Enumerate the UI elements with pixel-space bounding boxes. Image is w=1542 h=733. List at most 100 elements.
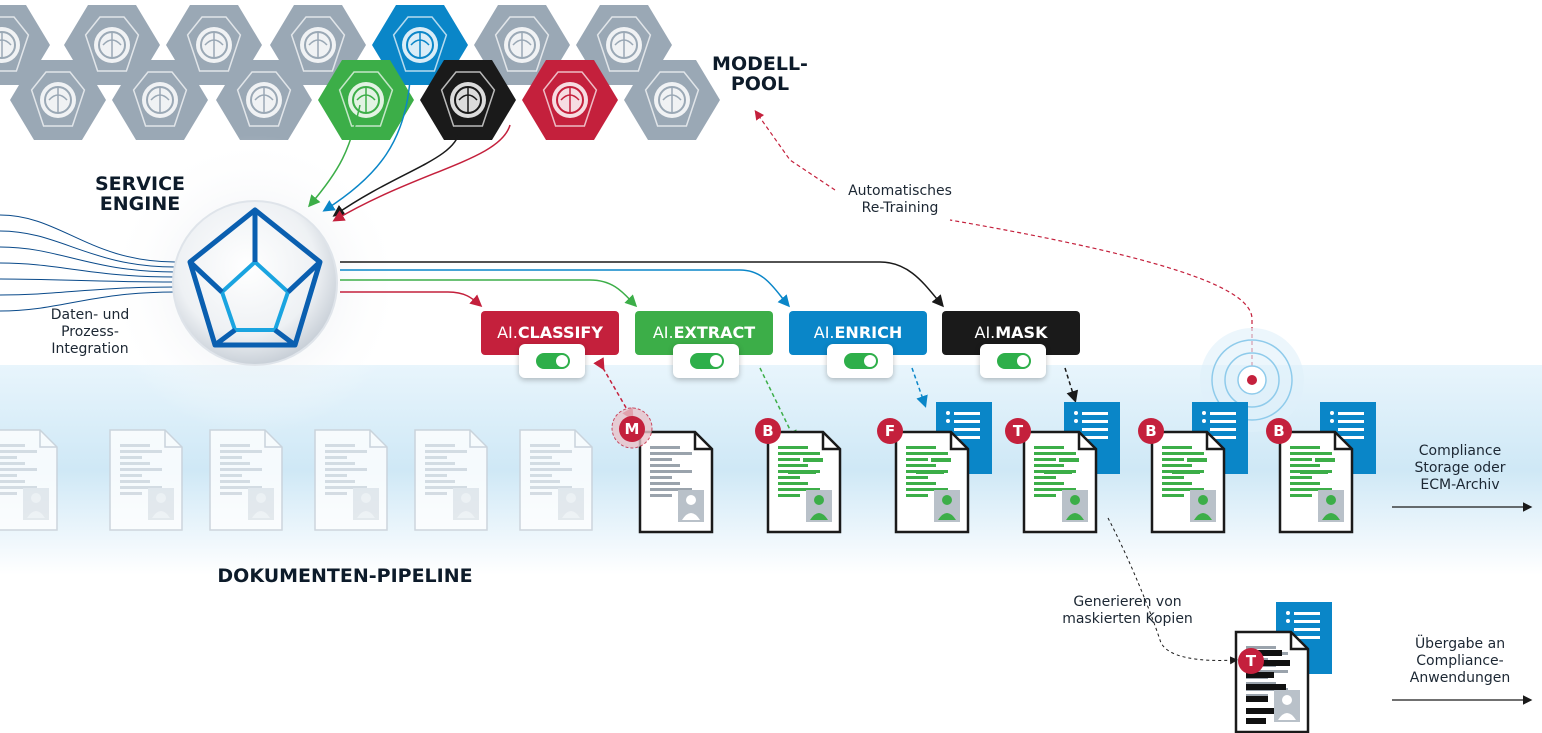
brain-icon bbox=[658, 86, 686, 114]
doc-badge-b3: B bbox=[1266, 418, 1292, 444]
module-name: CLASSIFY bbox=[517, 323, 603, 342]
service-engine-title-line1: SERVICE bbox=[95, 173, 185, 195]
storage-label-line3: ECM-Archiv bbox=[1420, 477, 1500, 493]
model-pool-hexagons bbox=[0, 5, 720, 140]
retraining-label-line2: Re-Training bbox=[861, 200, 939, 216]
model-hex-bottom-1 bbox=[112, 60, 208, 140]
model-pool-title: MODELL- POOL bbox=[700, 54, 820, 94]
module-prefix: AI. bbox=[813, 323, 835, 342]
module-extract[interactable]: AI.EXTRACT bbox=[635, 311, 773, 355]
module-name: MASK bbox=[995, 323, 1048, 342]
integration-label: Daten- und Prozess- Integration bbox=[35, 307, 145, 358]
green-model-connector bbox=[308, 104, 361, 208]
brain-icon bbox=[352, 86, 380, 114]
extract-toggle[interactable] bbox=[673, 344, 739, 378]
retraining-label: Automatisches Re-Training bbox=[830, 183, 970, 217]
masked-copy-connector bbox=[1107, 517, 1238, 665]
doc-final-2 bbox=[1278, 402, 1376, 534]
service-engine-title-line2: ENGINE bbox=[99, 193, 181, 215]
module-prefix: AI. bbox=[497, 323, 518, 342]
engine-to-extract bbox=[340, 279, 638, 308]
service-engine-title: SERVICE ENGINE bbox=[80, 174, 200, 214]
faded-doc-1 bbox=[109, 429, 183, 531]
engine-network-icon bbox=[187, 207, 323, 348]
handover-label-line1: Übergabe an bbox=[1414, 636, 1506, 652]
engine-to-mask bbox=[340, 261, 944, 308]
faded-doc-4 bbox=[414, 429, 488, 531]
handover-label-line3: Anwendungen bbox=[1409, 670, 1511, 686]
engine-to-classify bbox=[340, 291, 483, 307]
module-name: ENRICH bbox=[834, 323, 903, 342]
copies-label: Generieren von maskierten Kopien bbox=[1045, 594, 1210, 628]
module-prefix: AI. bbox=[652, 323, 674, 342]
integration-line bbox=[0, 214, 176, 263]
brain-icon bbox=[304, 31, 332, 59]
integration-line bbox=[0, 291, 176, 312]
retraining-label-line1: Automatisches bbox=[848, 183, 952, 199]
brain-icon bbox=[250, 86, 278, 114]
brain-icon bbox=[0, 31, 16, 59]
black-model-connector bbox=[332, 129, 461, 217]
faded-doc-3 bbox=[314, 429, 388, 531]
model-pool-title-line2: POOL bbox=[730, 73, 790, 95]
brain-icon bbox=[556, 86, 584, 114]
engine-to-enrich bbox=[340, 269, 790, 308]
brain-icon bbox=[406, 31, 434, 59]
faded-doc-2 bbox=[209, 429, 283, 531]
integration-label-line2: Prozess- bbox=[61, 324, 119, 340]
model-pool-title-line1: MODELL- bbox=[712, 53, 808, 75]
model-hex-bottom-0 bbox=[10, 60, 106, 140]
doc-badge-t: T bbox=[1005, 418, 1031, 444]
model-hex-bottom-6 bbox=[624, 60, 720, 140]
retraining-connector bbox=[756, 112, 1253, 380]
brain-icon bbox=[146, 86, 174, 114]
integration-line bbox=[0, 278, 176, 283]
handover-label-line2: Compliance- bbox=[1416, 653, 1504, 669]
doc-badge-m: M bbox=[619, 416, 645, 442]
module-prefix: AI. bbox=[974, 323, 996, 342]
integration-label-line3: Integration bbox=[51, 341, 129, 357]
storage-label: Compliance Storage oder ECM-Archiv bbox=[1395, 443, 1525, 494]
storage-label-line2: Storage oder bbox=[1414, 460, 1506, 476]
model-hex-bottom-2 bbox=[216, 60, 312, 140]
model-hex-bottom-3 bbox=[318, 60, 414, 140]
classify-doc-link bbox=[593, 357, 634, 421]
brain-icon bbox=[44, 86, 72, 114]
doc-final-1 bbox=[1150, 402, 1248, 534]
integration-label-line1: Daten- und bbox=[50, 307, 130, 323]
doc-unclassified bbox=[638, 430, 714, 534]
integration-line bbox=[0, 246, 176, 273]
faded-doc-0 bbox=[0, 429, 58, 531]
handover-label: Übergabe an Compliance- Anwendungen bbox=[1395, 636, 1525, 687]
doc-masked-source bbox=[1022, 402, 1120, 534]
doc-enriched bbox=[894, 402, 992, 534]
doc-badge-b2: B bbox=[1138, 418, 1164, 444]
mask-doc-link bbox=[1064, 367, 1079, 403]
mask-toggle[interactable] bbox=[980, 344, 1046, 378]
red-model-connector bbox=[332, 124, 511, 222]
brain-icon bbox=[98, 31, 126, 59]
integration-line bbox=[0, 286, 176, 296]
module-name: EXTRACT bbox=[673, 323, 756, 342]
integration-line bbox=[0, 230, 176, 268]
doc-badge-b1: B bbox=[755, 418, 781, 444]
copies-label-line2: maskierten Kopien bbox=[1062, 611, 1193, 627]
copies-label-line1: Generieren von bbox=[1073, 594, 1182, 610]
model-hex-bottom-4 bbox=[420, 60, 516, 140]
doc-badge-t-masked: T bbox=[1238, 648, 1264, 674]
brain-icon bbox=[508, 31, 536, 59]
doc-badge-f: F bbox=[877, 418, 903, 444]
integration-line bbox=[0, 262, 176, 278]
blue-model-connector bbox=[322, 79, 411, 212]
brain-icon bbox=[610, 31, 638, 59]
classify-toggle[interactable] bbox=[519, 344, 585, 378]
enrich-toggle[interactable] bbox=[827, 344, 893, 378]
brain-icon bbox=[200, 31, 228, 59]
faded-doc-5 bbox=[519, 429, 593, 531]
brain-icon bbox=[454, 86, 482, 114]
doc-extracted bbox=[766, 430, 842, 534]
integration-input-lines bbox=[0, 214, 176, 312]
extract-doc-link bbox=[759, 367, 797, 443]
